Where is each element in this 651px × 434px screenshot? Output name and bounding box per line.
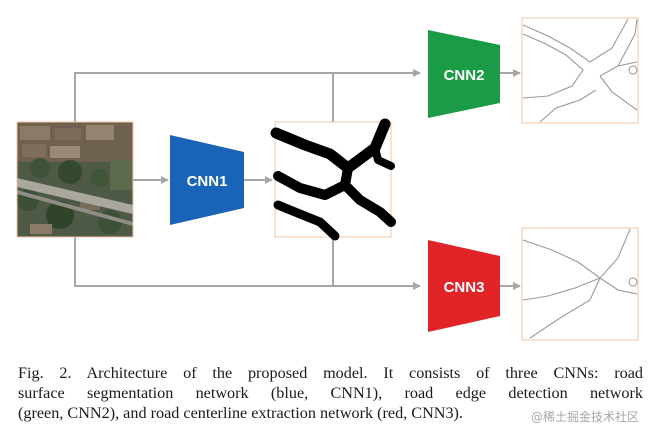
caption-line: (green, CNN2), and road centerline extra… xyxy=(18,404,463,422)
centerline-map-icon xyxy=(521,227,639,341)
cnn1-block: CNN1 xyxy=(170,135,244,225)
aerial-image-icon xyxy=(17,122,133,237)
figure-caption: Fig. 2. Architecture of the proposed mod… xyxy=(18,363,643,423)
connectors xyxy=(74,69,521,290)
edge-map-icon xyxy=(521,17,639,124)
cnn2-block: CNN2 xyxy=(428,30,500,118)
connector-input-to-cnn3 xyxy=(74,237,421,290)
watermark: @稀土掘金技术社区 xyxy=(530,410,639,424)
cnn2-shape xyxy=(428,30,500,118)
cnn2-label: CNN2 xyxy=(444,67,485,84)
connector-input-to-cnn2 xyxy=(74,69,421,122)
caption-line: surface segmentation network (blue, CNN1… xyxy=(18,384,643,402)
cnn3-block: CNN3 xyxy=(428,240,500,332)
caption-line: Fig. 2. Architecture of the proposed mod… xyxy=(18,364,643,382)
cnn1-shape xyxy=(170,135,244,225)
cnn3-label: CNN3 xyxy=(444,279,485,296)
aerial-image-border xyxy=(16,121,134,238)
cnn1-label: CNN1 xyxy=(187,173,228,190)
cnn3-shape xyxy=(428,240,500,332)
segmentation-map-icon xyxy=(270,118,396,241)
architecture-diagram: CNN1 CNN2 CNN3 xyxy=(16,17,639,341)
